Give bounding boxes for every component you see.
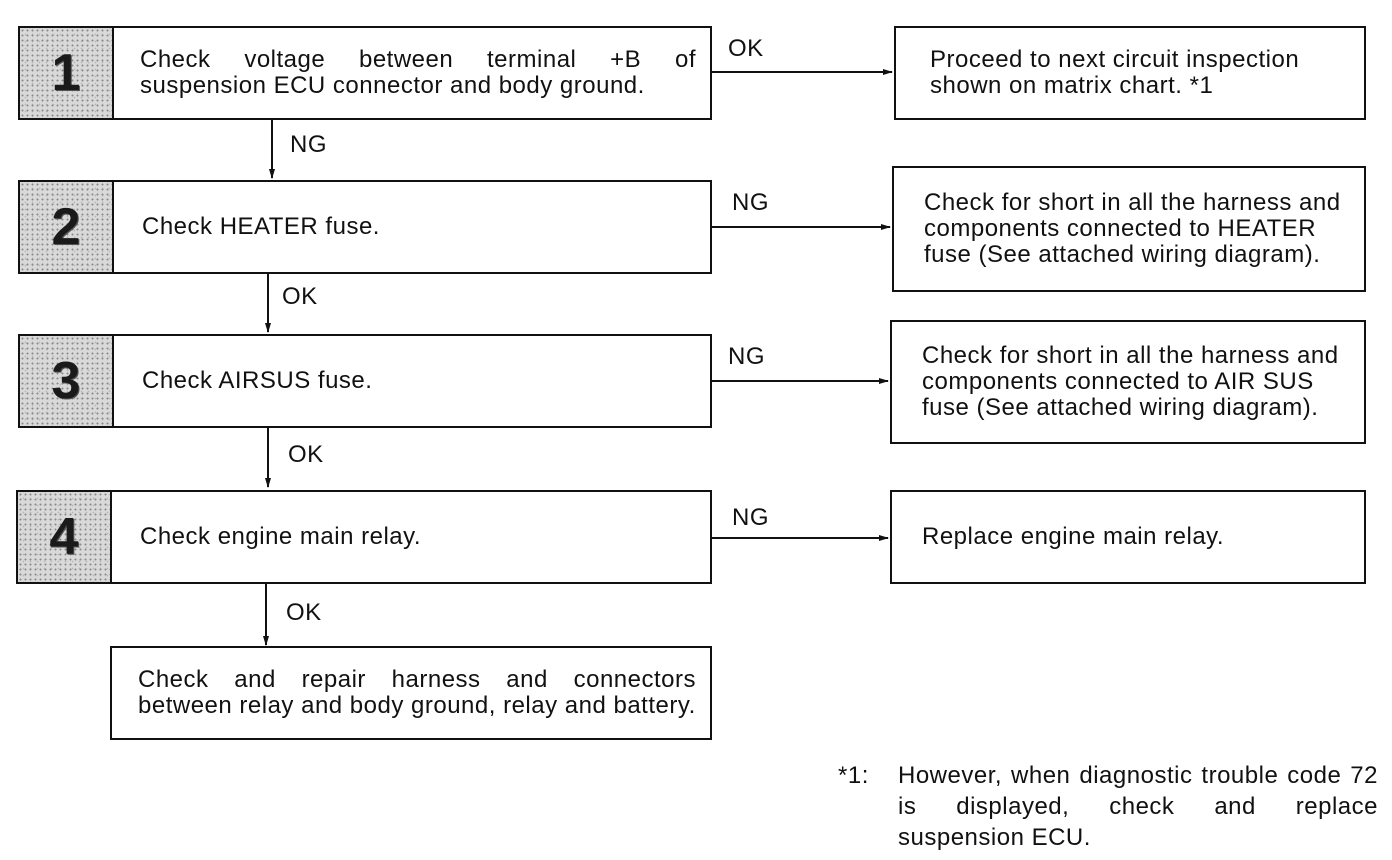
step-3-box: 3 Check AIRSUS fuse. (18, 334, 712, 428)
step-4-number: 4 (18, 492, 112, 582)
step-1-box: 1 Check voltage between terminal +B of s… (18, 26, 712, 120)
label-s2-ok: OK (282, 283, 318, 310)
result-3-box: Check for short in all the harness and c… (890, 320, 1366, 444)
label-s4-ok: OK (286, 599, 322, 626)
step-2-text: Check HEATER fuse. (142, 213, 380, 240)
result-1-text: Proceed to next circuit inspection shown… (930, 46, 1300, 99)
footnote-text: However, when diagnostic trouble code 72… (898, 762, 1378, 851)
result-4-box: Replace engine main relay. (890, 490, 1366, 584)
step-1-text: Check voltage between terminal +B of sus… (140, 46, 696, 99)
result-3-text: Check for short in all the harness and c… (922, 342, 1339, 421)
footnote: *1: However, when diagnostic trouble cod… (838, 760, 1378, 853)
result-4-text: Replace engine main relay. (922, 523, 1225, 550)
result-1-box: Proceed to next circuit inspection shown… (894, 26, 1366, 120)
label-s3-ok: OK (288, 441, 324, 468)
label-s1-ng: NG (290, 131, 327, 158)
step-3-text: Check AIRSUS fuse. (142, 367, 373, 394)
step-4-box: 4 Check engine main relay. (16, 490, 712, 584)
result-2-text: Check for short in all the harness and c… (924, 189, 1341, 268)
final-repair-box: Check and repair harness and connectors … (110, 646, 712, 740)
step-4-text: Check engine main relay. (140, 523, 422, 550)
final-repair-text: Check and repair harness and connectors … (138, 666, 696, 719)
label-s1-ok: OK (728, 35, 764, 62)
step-3-number: 3 (20, 336, 114, 426)
step-1-number: 1 (20, 28, 114, 118)
step-2-box: 2 Check HEATER fuse. (18, 180, 712, 274)
result-2-box: Check for short in all the harness and c… (892, 166, 1366, 292)
label-s2-ng: NG (732, 189, 769, 216)
label-s3-ng: NG (728, 343, 765, 370)
step-2-number: 2 (20, 182, 114, 272)
footnote-mark: *1: (838, 762, 869, 789)
label-s4-ng: NG (732, 504, 769, 531)
